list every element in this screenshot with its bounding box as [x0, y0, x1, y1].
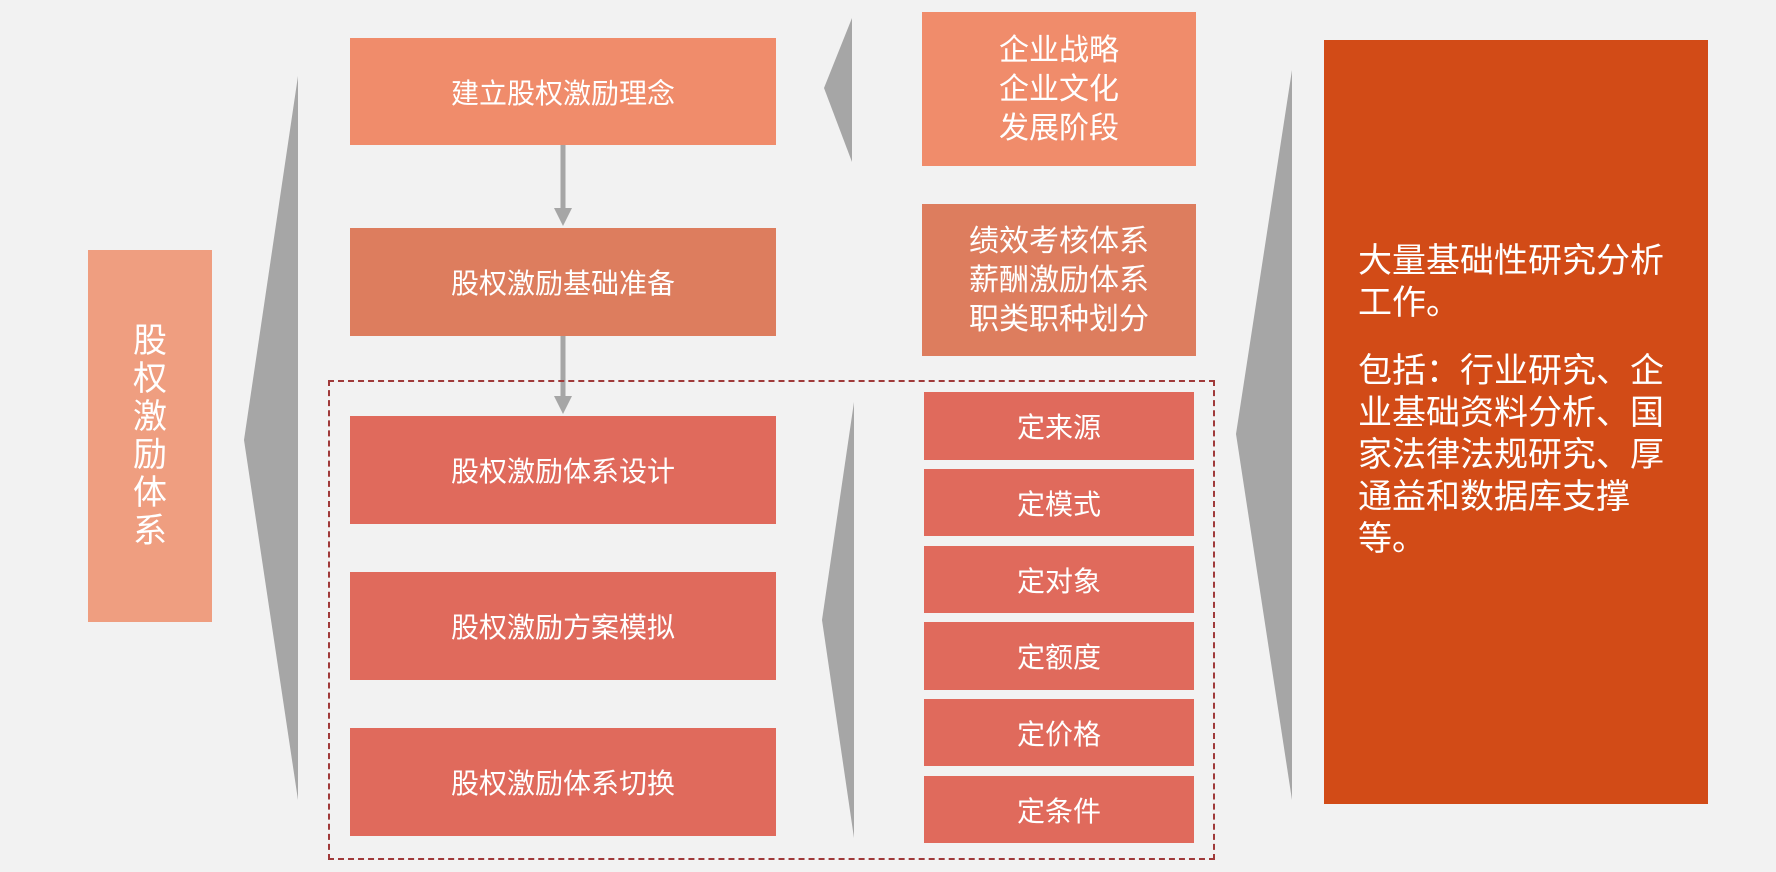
side-label-text: 股权激励体系 — [132, 321, 167, 551]
step-2-box: 股权激励基础准备 — [350, 228, 776, 336]
step-1-label: 建立股权激励理念 — [450, 76, 675, 110]
design-item-label: 定来源 — [1016, 411, 1101, 444]
step-2-label: 股权激励基础准备 — [450, 267, 675, 300]
context-line: 职类职种划分 — [969, 301, 1149, 337]
design-item-label: 定价格 — [1016, 717, 1101, 751]
design-phase-dashed-frame — [328, 380, 1215, 860]
design-item-label: 定对象 — [1016, 564, 1101, 598]
context-line: 发展阶段 — [999, 110, 1119, 146]
context-line: 薪酬激励体系 — [969, 262, 1149, 298]
step-4-label: 股权激励方案模拟 — [450, 611, 675, 644]
step-4-box: 股权激励方案模拟 — [350, 572, 776, 680]
arrow-head-1 — [554, 208, 572, 226]
context-box-strategy: 企业战略 企业文化 发展阶段 — [922, 12, 1196, 166]
design-item-label: 定模式 — [1016, 487, 1101, 521]
design-item-source: 定来源 — [924, 392, 1194, 460]
design-item-amount: 定额度 — [924, 622, 1194, 690]
top-context-wedge — [824, 18, 852, 162]
context-line: 绩效考核体系 — [969, 223, 1149, 259]
info-wedge — [1236, 70, 1292, 800]
context-line: 企业文化 — [999, 71, 1119, 107]
design-item-conditions: 定条件 — [924, 776, 1194, 843]
design-item-price: 定价格 — [924, 699, 1194, 766]
context-box-systems: 绩效考核体系 薪酬激励体系 职类职种划分 — [922, 204, 1196, 356]
step-3-box: 股权激励体系设计 — [350, 416, 776, 524]
arrow-head-2 — [554, 396, 572, 414]
design-item-mode: 定模式 — [924, 469, 1194, 536]
research-info-panel: 大量基础性研究分析工作。 包括：行业研究、企业基础资料分析、国家法律法规研究、厚… — [1324, 40, 1708, 804]
design-item-target: 定对象 — [924, 546, 1194, 613]
step-3-label: 股权激励体系设计 — [450, 455, 675, 488]
info-paragraph-2: 包括：行业研究、企业基础资料分析、国家法律法规研究、厚通益和数据库支撑等。 — [1358, 351, 1664, 559]
design-item-label: 定额度 — [1016, 641, 1101, 674]
left-bracket-wedge — [244, 76, 298, 800]
design-items-wedge — [822, 402, 854, 838]
design-item-label: 定条件 — [1016, 794, 1101, 828]
step-1-box: 建立股权激励理念 — [350, 38, 776, 145]
equity-incentive-system-label: 股权激励体系 — [88, 250, 212, 622]
context-line: 企业战略 — [999, 32, 1119, 68]
step-5-label: 股权激励体系切换 — [450, 767, 675, 800]
step-5-box: 股权激励体系切换 — [350, 728, 776, 836]
info-paragraph-1: 大量基础性研究分析工作。 — [1358, 241, 1664, 323]
